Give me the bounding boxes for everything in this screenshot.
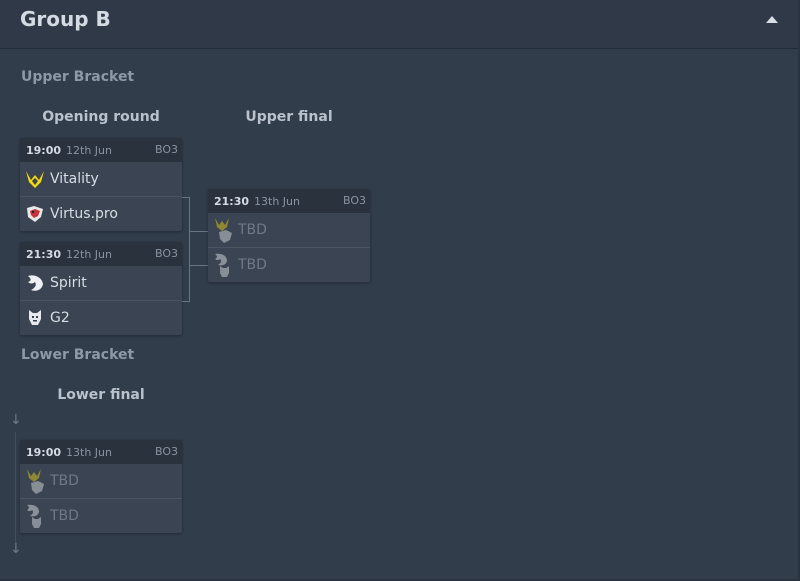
spirit-g2-stacked-icon (212, 253, 234, 277)
bracket-connector (189, 231, 208, 232)
team-row[interactable]: TBD (20, 464, 182, 498)
match-time: 21:30 (214, 194, 250, 208)
upper-bracket-label: Upper Bracket (21, 69, 135, 85)
match-date: 12th Jun (66, 247, 112, 261)
team-name: TBD (238, 257, 267, 273)
match-format: BO3 (342, 194, 366, 207)
match-card-upper-final[interactable]: 21:30 13th Jun BO3 TBD TBD (208, 189, 370, 282)
match-header: 21:30 12th Jun BO3 (20, 242, 182, 266)
arrow-down-icon: ↓ (10, 541, 22, 557)
match-header: 21:30 13th Jun BO3 (208, 189, 370, 213)
team-row[interactable]: Virtus.pro (20, 196, 182, 231)
team-name: Spirit (50, 275, 87, 291)
team-name: Vitality (50, 171, 99, 187)
match-card-vitality-vp[interactable]: 19:00 12th Jun BO3 Vitality Virtus.pro (20, 138, 182, 231)
frame-border (798, 0, 800, 581)
match-format: BO3 (154, 445, 178, 458)
vitality-bee-icon (24, 168, 46, 190)
team-row[interactable]: TBD (20, 498, 182, 533)
arrow-down-icon: ↓ (10, 412, 22, 428)
bracket-connector (189, 265, 208, 266)
team-name: TBD (50, 473, 79, 489)
match-format: BO3 (154, 143, 178, 156)
frame-border (0, 579, 800, 581)
team-row[interactable]: TBD (208, 247, 370, 282)
match-date: 13th Jun (254, 194, 300, 208)
team-row[interactable]: Spirit (20, 266, 182, 300)
group-header[interactable]: Group B (0, 0, 798, 49)
team-name: G2 (50, 310, 70, 326)
round-title-opening: Opening round (42, 109, 160, 125)
bracket-connector (182, 197, 190, 302)
vitality-vp-stacked-icon (212, 218, 234, 243)
match-time: 21:30 (26, 247, 62, 261)
match-header: 19:00 13th Jun BO3 (20, 440, 182, 464)
match-format: BO3 (154, 247, 178, 260)
match-header: 19:00 12th Jun BO3 (20, 138, 182, 162)
spirit-g2-stacked-icon (24, 504, 46, 528)
team-name: TBD (50, 508, 79, 524)
vitality-vp-stacked-icon (24, 469, 46, 494)
team-name: TBD (238, 222, 267, 238)
collapse-caret-icon[interactable] (766, 16, 778, 23)
bracket-connector (15, 432, 16, 542)
g2-samurai-icon (24, 307, 46, 329)
match-card-lower-final[interactable]: 19:00 13th Jun BO3 TBD TBD (20, 440, 182, 533)
round-title-upper-final: Upper final (245, 109, 333, 125)
team-row[interactable]: G2 (20, 300, 182, 335)
virtus-pro-bear-icon (24, 203, 46, 225)
match-time: 19:00 (26, 143, 62, 157)
team-row[interactable]: Vitality (20, 162, 182, 196)
match-time: 19:00 (26, 445, 62, 459)
group-title: Group B (20, 7, 111, 31)
match-card-spirit-g2[interactable]: 21:30 12th Jun BO3 Spirit G2 (20, 242, 182, 335)
team-row[interactable]: TBD (208, 213, 370, 247)
lower-bracket-label: Lower Bracket (21, 347, 135, 363)
round-title-lower-final: Lower final (57, 387, 145, 403)
match-date: 12th Jun (66, 143, 112, 157)
spirit-dragon-icon (24, 272, 46, 294)
team-name: Virtus.pro (50, 206, 118, 222)
match-date: 13th Jun (66, 445, 112, 459)
